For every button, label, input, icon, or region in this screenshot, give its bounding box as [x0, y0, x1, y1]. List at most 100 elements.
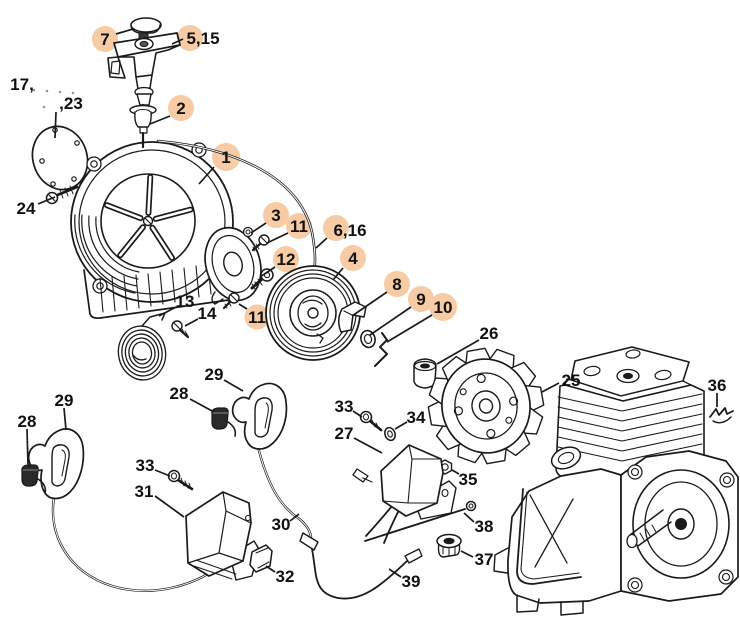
leader-line — [386, 314, 433, 343]
leader-line — [265, 565, 276, 573]
leader-line — [460, 550, 474, 558]
leader-line — [158, 306, 177, 317]
dotted-leader-dot — [58, 90, 62, 94]
rope-rotor-drawing — [265, 265, 361, 361]
spark-plug-boot-left-drawing — [27, 428, 85, 500]
ignition-coil-drawing — [185, 491, 260, 581]
grommet-37-drawing — [436, 533, 462, 558]
part-number-label: 33 — [136, 456, 155, 475]
leader-line — [259, 266, 276, 278]
part-number-label: 34 — [407, 408, 426, 427]
leader-line — [332, 267, 344, 281]
dotted-leader-dot — [71, 91, 75, 95]
highlight-circle — [263, 202, 289, 228]
washer-34-drawing — [384, 426, 396, 442]
highlight-circles — [92, 25, 457, 330]
highlight-circle — [168, 95, 194, 121]
leader-line — [37, 196, 56, 205]
leader-line — [115, 28, 134, 35]
collar-26-drawing — [413, 358, 437, 389]
part-number-label: 6,16 — [333, 221, 366, 240]
highlight-circle — [429, 293, 457, 321]
leader-line — [289, 513, 300, 522]
leader-line — [541, 382, 560, 393]
part-number-label: 8 — [392, 275, 401, 294]
leader-line — [369, 306, 412, 336]
cover-plate-drawing — [31, 125, 89, 191]
part-number-label: 29 — [55, 391, 74, 410]
part-number-label: 30 — [272, 515, 291, 534]
part-number-label: 13 — [176, 292, 195, 311]
leader-line — [351, 291, 388, 317]
leader-line — [463, 512, 475, 523]
leader-line — [266, 232, 289, 244]
screw-33-left-drawing — [167, 469, 194, 491]
ignition-wires-drawing — [51, 445, 477, 600]
part-number-label: 10 — [434, 298, 453, 317]
highlight-circle — [323, 215, 349, 241]
highlight-circle — [273, 246, 299, 272]
leader-line — [315, 237, 328, 249]
part-number-label: 39 — [402, 572, 421, 591]
highlight-circle — [340, 245, 366, 271]
part-number-label: 27 — [335, 424, 354, 443]
leader-line — [149, 115, 171, 125]
leader-line — [388, 568, 402, 578]
leader-line — [189, 398, 215, 413]
screw-12-drawing — [250, 268, 274, 290]
part-number-label: 14 — [198, 304, 217, 323]
part-number-label: ,23 — [59, 94, 83, 113]
leader-line — [154, 495, 185, 518]
leader-line — [184, 318, 199, 327]
rewind-spring-drawing — [117, 312, 167, 381]
part-number-label: 3 — [271, 206, 280, 225]
part-number-label: 37 — [475, 550, 494, 569]
spark-plug-boot-mid-drawing — [231, 382, 288, 450]
leader-line — [26, 428, 29, 467]
part-number-label: 17, — [10, 75, 34, 94]
part-number-label: 11 — [290, 217, 308, 236]
part-number-label: 35 — [459, 470, 478, 489]
part-number-label: 31 — [135, 482, 154, 501]
screw-11a-drawing — [251, 234, 270, 252]
leader-line — [451, 469, 460, 475]
starter-rope-drawing — [156, 139, 317, 282]
screw-11b-drawing — [222, 292, 240, 310]
grommet-28-left-drawing — [21, 464, 47, 494]
highlight-circle — [408, 286, 434, 312]
part-number-label: 1 — [221, 148, 230, 167]
connector-32-drawing — [249, 544, 273, 573]
leader-line — [154, 469, 171, 477]
part-number-label: 36 — [708, 376, 727, 395]
leader-line — [223, 379, 244, 392]
part-number-label: 9 — [416, 290, 425, 309]
cam-plate-drawing — [204, 226, 262, 305]
leader-line — [394, 421, 408, 430]
part-number-label: 7 — [100, 30, 109, 49]
part-number-label: 5,15 — [186, 29, 219, 48]
highlight-circle — [244, 304, 270, 330]
highlight-circle — [384, 271, 410, 297]
part-number-label: 4 — [348, 249, 358, 268]
engine-drawing — [493, 346, 739, 616]
dotted-leader-dot — [45, 89, 49, 93]
leader-line — [250, 222, 267, 234]
leader-line — [54, 111, 57, 139]
highlight-circle — [92, 26, 118, 52]
pawl-drawing — [338, 301, 367, 333]
part-number-label: 38 — [475, 517, 494, 536]
leader-line — [436, 339, 480, 365]
part-number-label: 12 — [277, 250, 296, 269]
part-number-label: 2 — [176, 99, 185, 118]
part-number-label: 28 — [18, 412, 37, 431]
clip-36-drawing — [709, 407, 734, 424]
highlight-circle — [177, 25, 203, 51]
part-number-label: 26 — [480, 324, 499, 343]
pawl-spring-drawing — [374, 332, 388, 367]
part-number-label: 33 — [335, 397, 354, 416]
screw-14-drawing — [171, 320, 190, 339]
leader-line — [171, 38, 184, 45]
